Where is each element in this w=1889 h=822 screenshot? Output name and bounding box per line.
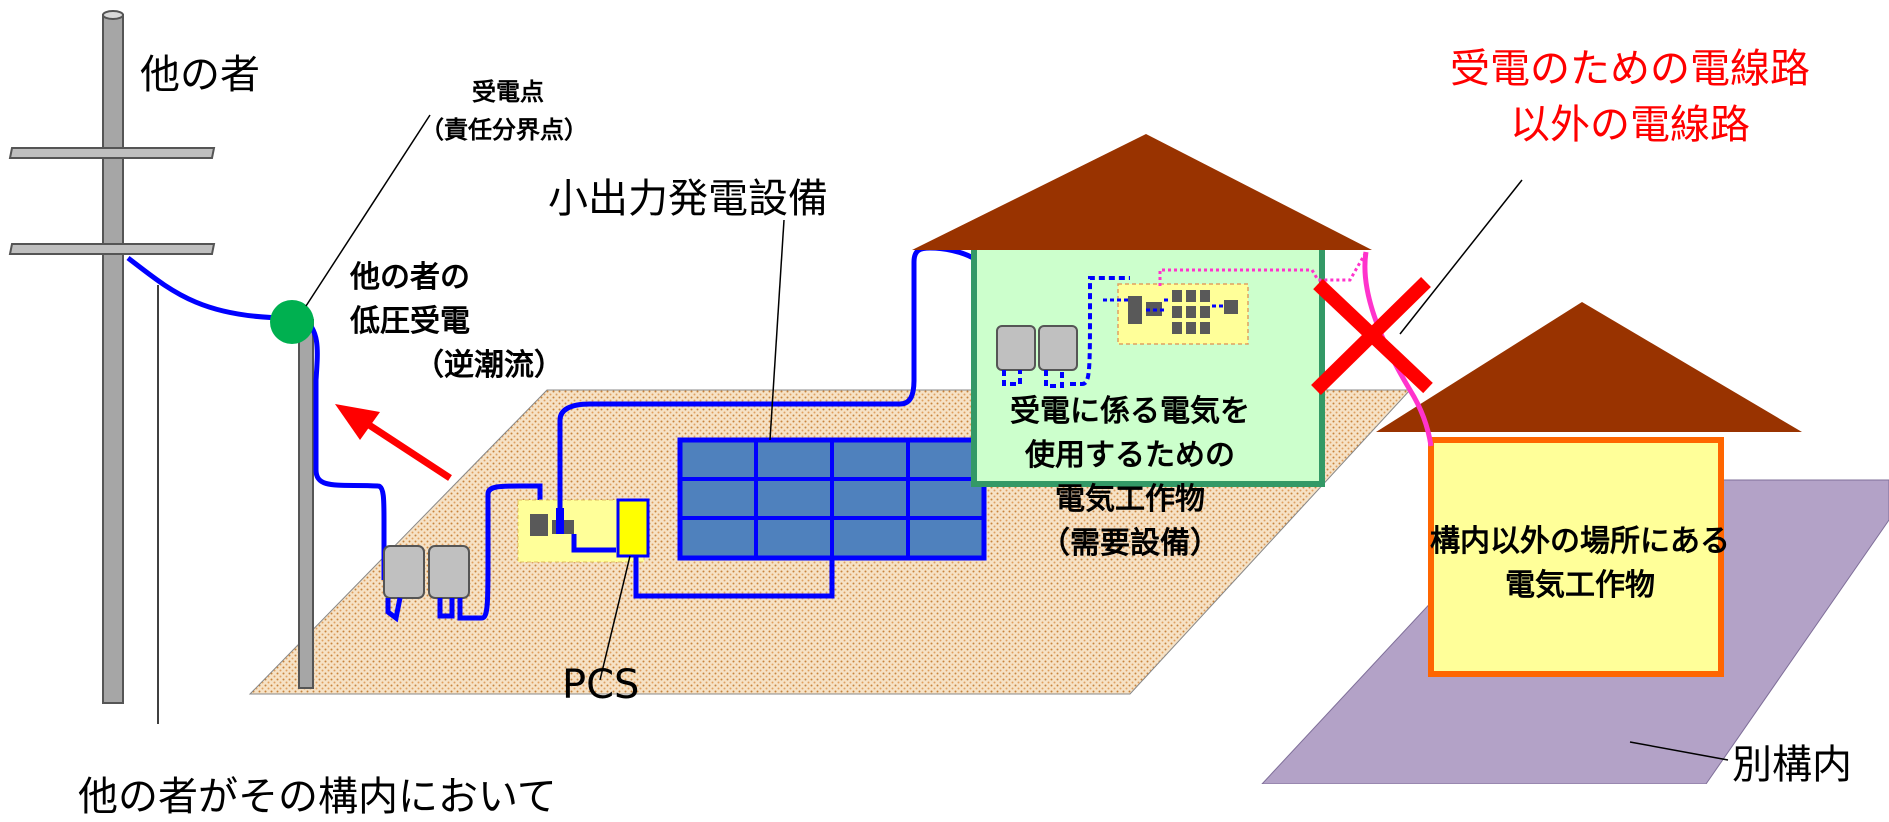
pcs-box — [616, 498, 650, 558]
meter-wiring — [385, 483, 543, 623]
not-receiving-leader — [1399, 179, 1523, 335]
indoor-wiring — [1100, 298, 1224, 312]
receiving-point-dot — [270, 300, 314, 344]
ground-panel-wiring — [557, 245, 995, 508]
breaker-panel-icon — [530, 508, 574, 536]
outside-premises-label-line2: 電気工作物 — [1505, 568, 1655, 603]
other-low-voltage-label-line1: 他の者の — [350, 260, 470, 295]
separate-premises-label: 別構内 — [1732, 742, 1852, 788]
pink-line — [1362, 251, 1434, 447]
demand-label-line3: 電気工作物 — [1055, 482, 1205, 517]
bottom-caption: 他の者がその構内において — [78, 774, 557, 820]
meter-icon — [383, 545, 470, 599]
service-pole-icon — [298, 319, 314, 689]
small-generation-label: 小出力発電設備 — [548, 176, 828, 222]
reverse-flow-label: （逆潮流） — [414, 348, 564, 383]
pcs-label: PCS — [562, 662, 640, 708]
outside-house-icon — [1376, 302, 1802, 677]
separate-premises-leader — [1629, 741, 1729, 761]
diagram-canvas — [8, 10, 1889, 784]
house-meter-icon — [996, 325, 1078, 371]
outside-premises-label-line1: 構内以外の場所にある — [1430, 524, 1730, 559]
solar-panel-icon — [677, 437, 987, 561]
not-receiving-line-label-line2: 以外の電線路 — [1510, 102, 1750, 148]
pcs-leader — [599, 555, 631, 681]
service-wire-down — [301, 315, 387, 580]
receiving-point-leader — [305, 114, 431, 307]
receiving-point-label: 受電点 — [472, 78, 544, 106]
other-party-label: 他の者 — [140, 52, 260, 98]
other-low-voltage-label-line2: 低圧受電 — [350, 304, 470, 339]
service-drop-wire — [126, 256, 291, 321]
red-cross-icon — [1311, 277, 1433, 395]
reverse-flow-arrow-icon — [335, 404, 452, 481]
indoor-breaker-icon — [1128, 290, 1238, 334]
pcs-wiring — [571, 534, 835, 599]
small-generation-leader — [769, 219, 785, 441]
utility-pole-icon — [8, 10, 216, 704]
pink-dotted-line — [1158, 251, 1368, 286]
demarcation-point-label: （責任分界点） — [420, 116, 588, 144]
demand-label-line4: （需要設備） — [1040, 526, 1220, 561]
demand-label-line2: 使用するための — [1025, 438, 1235, 473]
house-meter-wiring — [1002, 276, 1130, 388]
not-receiving-line-label-line1: 受電のための電線路 — [1450, 46, 1810, 92]
demand-label-line1: 受電に係る電気を — [1010, 394, 1250, 429]
